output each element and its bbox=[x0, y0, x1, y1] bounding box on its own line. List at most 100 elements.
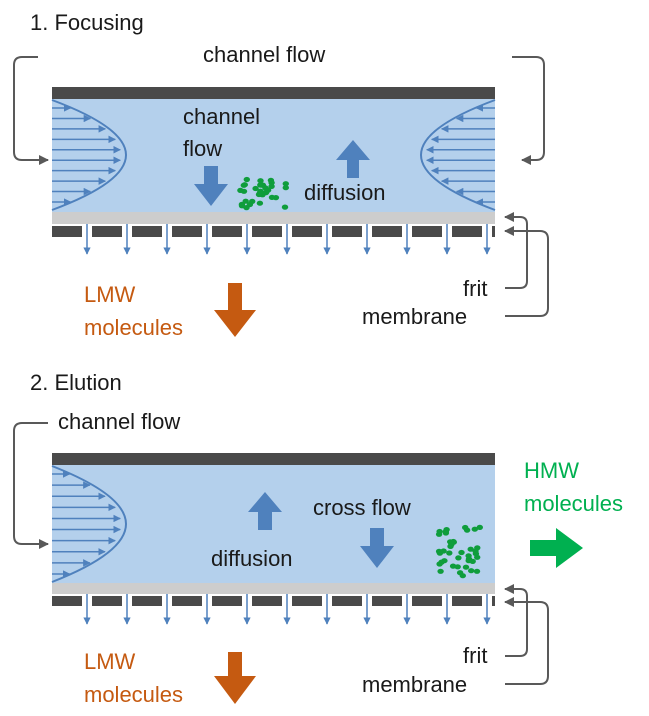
particle bbox=[256, 200, 264, 206]
frit-bracket bbox=[504, 212, 528, 289]
particle bbox=[446, 550, 453, 556]
particle bbox=[438, 559, 445, 565]
inlet-bracket-right bbox=[512, 56, 545, 165]
membrane-segment bbox=[492, 226, 495, 237]
membrane-segment bbox=[292, 226, 322, 237]
step-label-focusing: 1. Focusing bbox=[30, 10, 144, 35]
flow-arrows-left bbox=[52, 470, 121, 578]
hmw-line1: HMW bbox=[524, 458, 579, 483]
particle-cluster bbox=[237, 176, 289, 211]
inner-flow-label-line2: flow bbox=[183, 136, 222, 161]
membrane-segment bbox=[452, 596, 482, 606]
particle bbox=[257, 188, 264, 194]
diffusion-label: diffusion bbox=[211, 546, 293, 571]
membrane-segment bbox=[372, 226, 402, 237]
membrane-segment bbox=[172, 226, 202, 237]
particle bbox=[462, 564, 470, 570]
membrane bbox=[52, 596, 495, 606]
hmw-right-arrow bbox=[530, 528, 583, 568]
cross-flow-arrows bbox=[83, 224, 491, 255]
cross-flow-label: cross flow bbox=[313, 495, 411, 520]
particle bbox=[467, 546, 474, 552]
channel-flow-down-arrow bbox=[194, 166, 228, 206]
particle bbox=[462, 524, 469, 531]
particle bbox=[282, 185, 289, 191]
lmw-label: LMW molecules bbox=[84, 282, 183, 340]
particle bbox=[448, 541, 455, 548]
frit-label: frit bbox=[463, 643, 487, 668]
membrane-segment bbox=[212, 226, 242, 237]
channel-top-wall bbox=[52, 453, 495, 465]
particle bbox=[456, 570, 464, 576]
particle bbox=[264, 187, 272, 193]
particle bbox=[238, 203, 246, 209]
particle bbox=[243, 176, 250, 183]
particle bbox=[465, 558, 472, 564]
particle bbox=[454, 564, 461, 570]
particle bbox=[246, 201, 254, 208]
membrane-segment bbox=[252, 226, 282, 237]
membrane-segment bbox=[92, 226, 122, 237]
particle bbox=[258, 182, 265, 188]
flow-arrows-right bbox=[426, 104, 495, 206]
lmw-line2: molecules bbox=[84, 315, 183, 340]
membrane-segment bbox=[52, 226, 82, 237]
frit-label: frit bbox=[463, 276, 487, 301]
lmw-down-arrow bbox=[214, 652, 256, 704]
membrane-label: membrane bbox=[362, 304, 467, 329]
particle bbox=[476, 524, 483, 531]
frit-bracket bbox=[504, 584, 528, 657]
elution-panel: 2. Elution channel flow diffusion cross … bbox=[13, 370, 623, 707]
frit bbox=[52, 212, 495, 224]
channel-flow-label: channel flow bbox=[203, 42, 325, 67]
flow-profile-right bbox=[420, 99, 496, 211]
membrane-bracket bbox=[504, 597, 549, 685]
particle bbox=[268, 194, 276, 200]
membrane-segment bbox=[412, 226, 442, 237]
particle bbox=[282, 181, 289, 187]
channel bbox=[52, 97, 495, 212]
particle bbox=[440, 548, 447, 554]
membrane bbox=[52, 226, 495, 237]
particle bbox=[237, 187, 244, 193]
lmw-label: LMW molecules bbox=[84, 649, 183, 707]
inner-flow-label: channel flow bbox=[183, 104, 266, 161]
membrane-segment bbox=[292, 596, 322, 606]
flow-profile-left bbox=[51, 99, 127, 211]
channel-top-wall bbox=[52, 87, 495, 99]
diffusion-up-arrow bbox=[248, 492, 282, 530]
inlet-bracket bbox=[13, 56, 49, 165]
particle bbox=[437, 568, 444, 574]
lmw-line2: molecules bbox=[84, 682, 183, 707]
membrane-segment bbox=[252, 596, 282, 606]
membrane-segment bbox=[332, 226, 362, 237]
particle bbox=[268, 183, 275, 189]
particle bbox=[242, 198, 249, 204]
hmw-label: HMW molecules bbox=[524, 458, 623, 516]
inner-flow-label-line1: channel bbox=[183, 104, 260, 129]
channel-flow-label: channel flow bbox=[58, 409, 180, 434]
membrane-segment bbox=[332, 596, 362, 606]
hmw-line2: molecules bbox=[524, 491, 623, 516]
membrane-segment bbox=[52, 596, 82, 606]
particle bbox=[436, 528, 443, 535]
particle bbox=[257, 178, 264, 184]
particle bbox=[268, 180, 275, 186]
particle-cluster bbox=[435, 524, 483, 579]
lmw-down-arrow bbox=[214, 283, 256, 337]
particle bbox=[458, 549, 465, 556]
membrane-bracket bbox=[504, 226, 549, 317]
membrane-segment bbox=[132, 226, 162, 237]
membrane-label: membrane bbox=[362, 672, 467, 697]
lmw-line1: LMW bbox=[84, 649, 136, 674]
inlet-bracket bbox=[13, 422, 49, 549]
diffusion-label: diffusion bbox=[304, 180, 386, 205]
membrane-segment bbox=[452, 226, 482, 237]
cross-flow-arrows bbox=[83, 594, 491, 625]
step-label-elution: 2. Elution bbox=[30, 370, 122, 395]
flow-profile-left bbox=[51, 465, 127, 583]
membrane-segment bbox=[172, 596, 202, 606]
particle bbox=[474, 554, 481, 560]
flow-arrows-left bbox=[52, 104, 121, 206]
particle bbox=[281, 204, 289, 210]
